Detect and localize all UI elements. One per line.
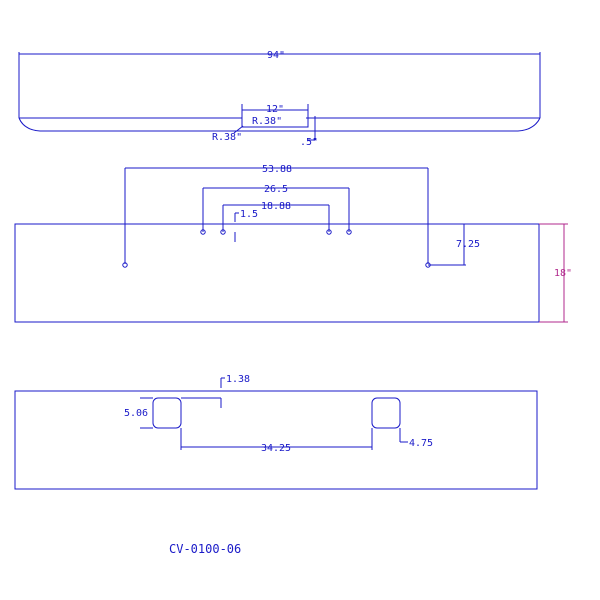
slot-left xyxy=(152,397,182,429)
top-outline-lower xyxy=(18,117,541,132)
hole-spacing-mid-label: 26.5 xyxy=(264,184,288,195)
height-label: 18" xyxy=(554,268,572,279)
hole-offset-inner-label: 1.5 xyxy=(240,209,258,220)
mounting-hole xyxy=(122,262,128,268)
slot-height-label: 5.06 xyxy=(124,408,148,419)
front-view: 53.88 26.5 18.88 1.5 7.25 18" xyxy=(14,164,572,323)
mounting-hole xyxy=(326,229,332,235)
top-view: 94" 12" R.38" R.38" .5" xyxy=(18,50,541,148)
slot-offset-label: 1.38 xyxy=(226,374,250,385)
mounting-hole xyxy=(220,229,226,235)
slot-edge-label: 4.75 xyxy=(409,438,433,449)
notch-depth-label: .5" xyxy=(300,137,318,148)
hole-spacing-outer-label: 53.88 xyxy=(262,164,292,175)
hole-drop-outer-label: 7.25 xyxy=(456,239,480,250)
top-notch xyxy=(241,118,309,128)
part-number-label: CV-0100-06 xyxy=(169,542,241,556)
notch-width-label: 12" xyxy=(266,104,284,115)
mounting-hole xyxy=(200,229,206,235)
notch-radius-label: R.38" xyxy=(252,116,282,127)
top-overall-width-label: 94" xyxy=(267,50,285,61)
bottom-view: 1.38 5.06 34.25 4.75 xyxy=(14,374,538,490)
hole-spacing-inner-label: 18.88 xyxy=(261,201,291,212)
front-outline xyxy=(14,223,540,323)
corner-radius-label: R.38" xyxy=(212,132,242,143)
slot-right xyxy=(371,397,401,429)
corner-radius-leader xyxy=(233,125,244,134)
bottom-outline xyxy=(14,390,538,490)
slot-spacing-label: 34.25 xyxy=(261,443,291,454)
mounting-hole xyxy=(346,229,352,235)
